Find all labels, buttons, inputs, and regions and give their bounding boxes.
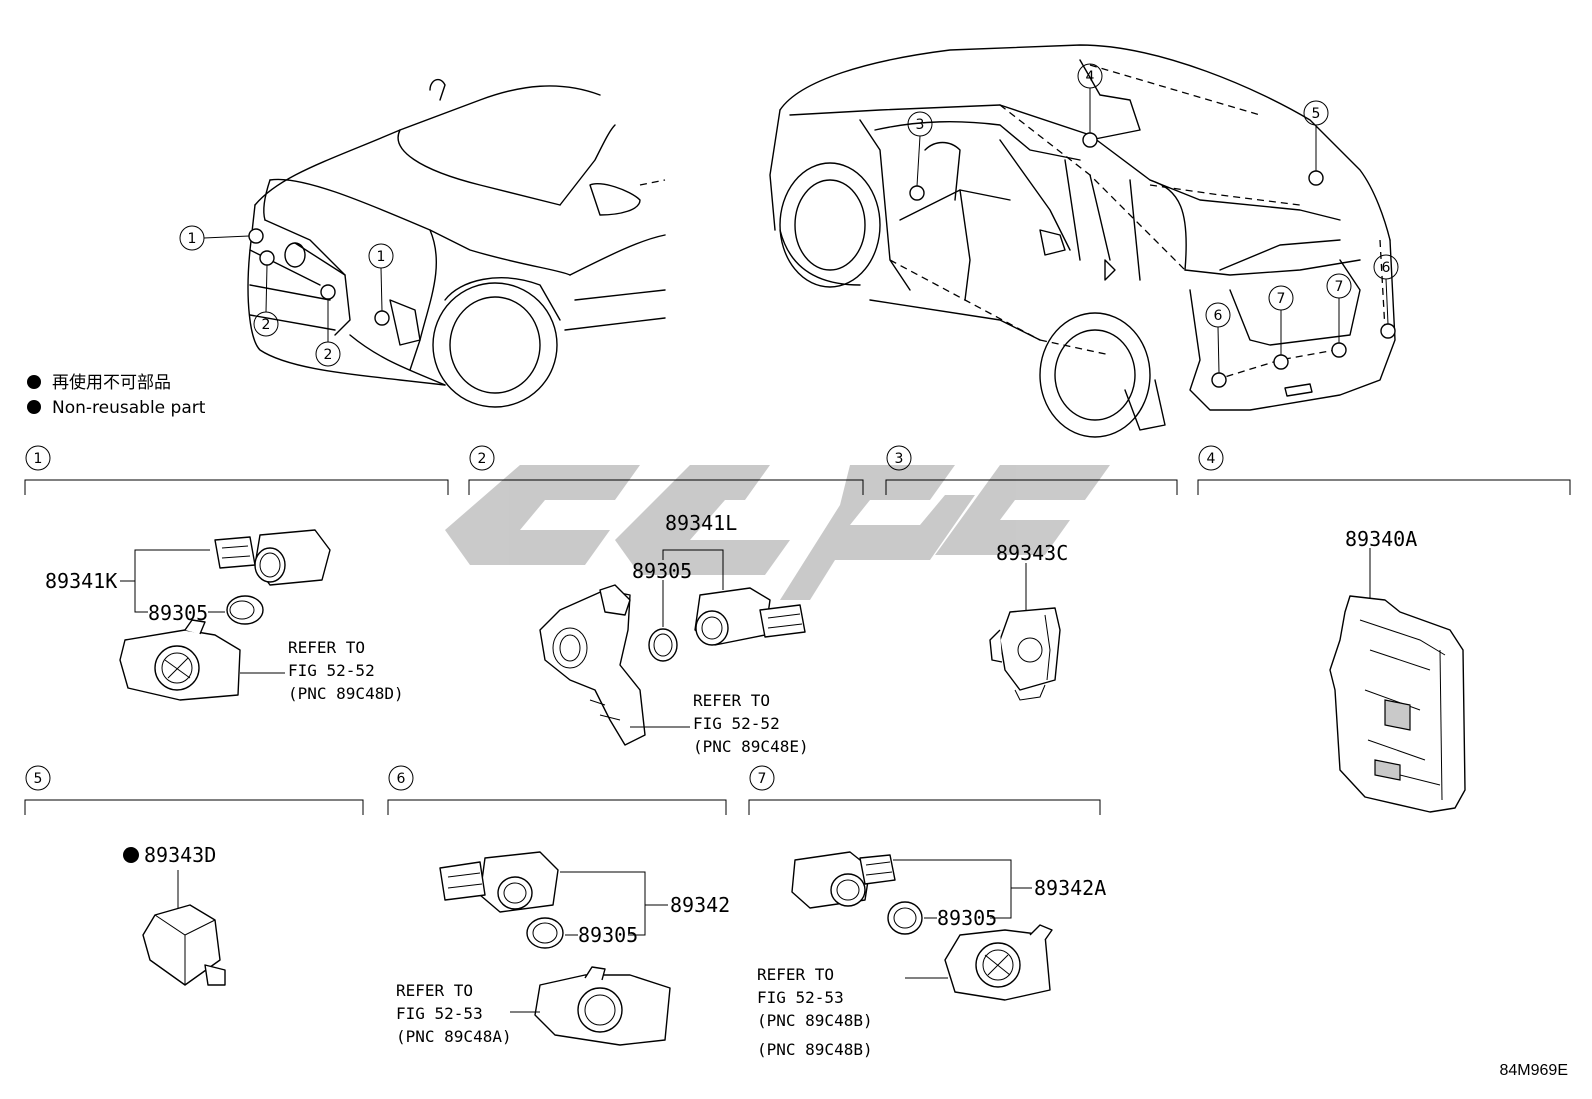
callout-2-front-left: 2 — [262, 317, 271, 333]
part-89305-s6: 89305 — [578, 923, 638, 947]
callout-6-left: 6 — [1214, 308, 1223, 324]
non-reusable-dot-icon — [27, 400, 41, 414]
refer-s6-line1: REFER TO — [396, 981, 473, 1000]
non-reusable-dot-icon — [123, 847, 139, 863]
section-1-number: 1 — [34, 451, 43, 467]
rear-vehicle-view — [769, 44, 1396, 438]
refer-s6-line3: (PNC 89C48A) — [396, 1027, 512, 1046]
section-1: 89341K 89305 REFER TO FIG 52-52 (PNC 89C… — [45, 529, 404, 703]
section-7-number: 7 — [758, 771, 767, 787]
refer-s7-line1: REFER TO — [757, 965, 834, 984]
front-vehicle-view — [247, 78, 666, 408]
refer-s2-line3: (PNC 89C48E) — [693, 737, 809, 756]
callout-3: 3 — [916, 117, 925, 133]
refer-s2-line2: FIG 52-52 — [693, 714, 780, 733]
part-89341K: 89341K — [45, 569, 117, 593]
section-3-number: 3 — [895, 451, 904, 467]
part-89340A: 89340A — [1345, 527, 1417, 551]
part-89305-s7: 89305 — [937, 906, 997, 930]
callout-1-front-right: 1 — [377, 249, 386, 265]
diagram-code: 84M969E — [1500, 1062, 1569, 1079]
part-89342A: 89342A — [1034, 876, 1106, 900]
section-2: 89341L 89305 REFER TO FIG 52-52 (PNC 89C… — [539, 511, 809, 756]
section-4: 89340A — [1329, 527, 1466, 813]
refer-s6-line2: FIG 52-53 — [396, 1004, 483, 1023]
part-89305-s1: 89305 — [148, 601, 208, 625]
callout-5: 5 — [1312, 106, 1321, 122]
refer-s2-line1: REFER TO — [693, 691, 770, 710]
part-89341L: 89341L — [665, 511, 737, 535]
section-6: 89342 89305 REFER TO FIG 52-53 (PNC 89C4… — [396, 851, 730, 1046]
part-89342: 89342 — [670, 893, 730, 917]
refer-s1-line2: FIG 52-52 — [288, 661, 375, 680]
front-callouts: 1 2 2 1 — [179, 225, 394, 367]
section-7: 89342A 89305 REFER TO FIG 52-53 (PNC 89C… — [757, 851, 1106, 1059]
non-reusable-dot-icon — [27, 375, 41, 389]
refer-s1-line3: (PNC 89C48D) — [288, 684, 404, 703]
legend-jp: 再使用不可部品 — [52, 372, 171, 393]
section-3: 89343C — [989, 541, 1068, 701]
callout-7-left: 7 — [1277, 291, 1286, 307]
section-2-number: 2 — [478, 451, 487, 467]
section-6-number: 6 — [397, 771, 406, 787]
part-89343C: 89343C — [996, 541, 1068, 565]
section-headers: 1 2 3 4 5 6 7 — [24, 445, 1571, 815]
part-89305-s2: 89305 — [632, 559, 692, 583]
section-5: 89343D — [123, 843, 226, 986]
legend-en: Non-reusable part — [52, 398, 206, 418]
refer-s7-line3: (PNC 89C48B) — [757, 1011, 873, 1030]
callout-1-front-left: 1 — [188, 231, 197, 247]
section-5-number: 5 — [34, 771, 43, 787]
refer-s1-line1: REFER TO — [288, 638, 365, 657]
callout-4: 4 — [1086, 69, 1095, 85]
callout-6-right: 6 — [1382, 260, 1391, 276]
refer-s7-extra: (PNC 89C48B) — [757, 1040, 873, 1059]
rear-callouts: 3 4 5 6 7 7 6 — [907, 63, 1399, 388]
section-4-number: 4 — [1207, 451, 1216, 467]
callout-2-front-right: 2 — [324, 347, 333, 363]
refer-s7-line2: FIG 52-53 — [757, 988, 844, 1007]
part-89343D: 89343D — [144, 843, 216, 867]
watermark-logo — [445, 465, 1110, 600]
legend: 再使用不可部品 Non-reusable part — [27, 372, 206, 418]
callout-7-right: 7 — [1335, 279, 1344, 295]
